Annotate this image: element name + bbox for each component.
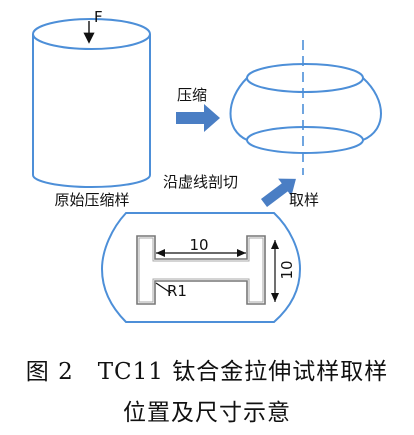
figure-caption-line2: 位置及尺寸示意: [123, 400, 291, 426]
fillet-radius-label: R1: [167, 282, 187, 300]
figure-caption-line1: 图 2 TC11 钛合金拉伸试样取样: [25, 359, 389, 385]
compress-label: 压缩: [177, 86, 207, 104]
sampling-arrow-icon: [260, 178, 296, 207]
original-cylinder: [32, 18, 151, 188]
original-sample-label: 原始压缩样: [54, 191, 129, 209]
width-dimension: [156, 249, 246, 257]
cut-label: 沿虚线剖切: [163, 173, 238, 191]
barrel-sample: [229, 40, 382, 175]
fillet-leader: [155, 282, 172, 294]
sampling-label: 取样: [289, 191, 319, 209]
force-label: F: [94, 8, 103, 26]
tensile-specimen: [136, 235, 266, 305]
width-dimension-label: 10: [189, 236, 208, 254]
height-dimension-label: 10: [278, 260, 296, 279]
cut-slab: [100, 212, 302, 323]
height-dimension: [271, 240, 279, 302]
compress-arrow-icon: [176, 104, 220, 132]
